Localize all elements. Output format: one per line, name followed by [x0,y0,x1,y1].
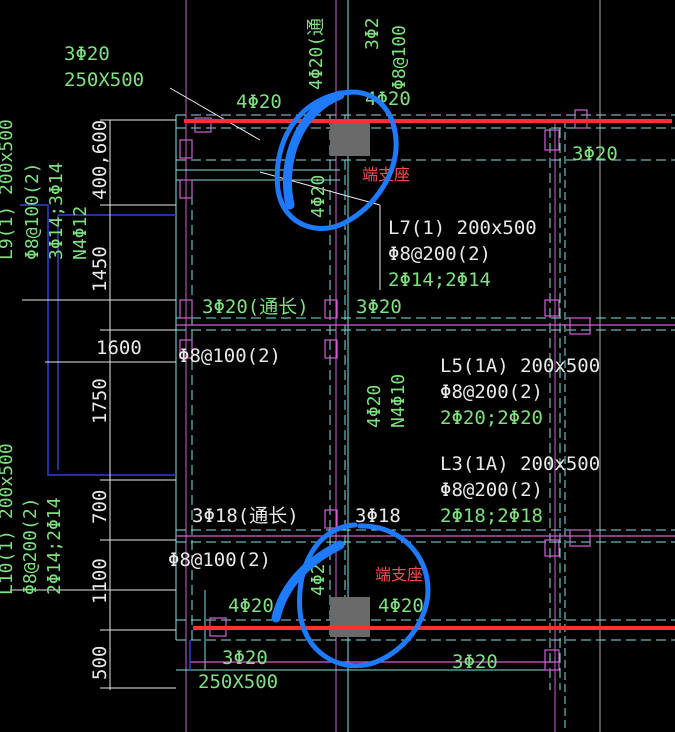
dim-1450: 1450 [89,246,111,292]
dimension-lines [10,119,176,690]
beam-L3-rebar: 2Φ18;2Φ18 [440,505,543,527]
rebar-low-long: 3Φ18(通长) [192,505,299,527]
support-label-bottom: 端支座 [375,565,423,584]
beam-L7-stirrup: Φ8@200(2) [388,243,491,265]
left-blue-axis [20,204,191,670]
dimension-texts: 400,600 1450 1600 1750 700 1100 500 [89,120,142,680]
rebar-top-right: 4Φ20 [365,88,411,110]
left-beam-d: N4Φ12 [70,206,91,260]
rebar-top-left: 4Φ20 [236,91,282,113]
markup-stroke-top [282,90,345,210]
left-beam2-b: Φ8@200(2) [20,497,41,595]
beam-L3-name: L3(1A) 200x500 [440,453,600,475]
beam-annotations: L7(1) 200x500 Φ8@200(2) 2Φ14;2Φ14 L5(1A)… [388,217,600,527]
left-beam-c: 3Φ14;3Φ14 [46,162,67,260]
beam-L7-rebar: 2Φ14;2Φ14 [388,269,491,291]
rebar-bot-left: 4Φ20 [228,595,274,617]
blue-markup-circles [271,89,431,669]
beam-L7-name: L7(1) 200x500 [388,217,537,239]
col-top-a: 4Φ20(通 [306,18,327,90]
rebar-mid-long: 3Φ20(通长) [202,296,309,318]
dim-1750: 1750 [89,378,111,424]
left-beam-a: L9(1) 200x500 [0,119,17,260]
stirrup-bottom: Φ8@100(2) [168,549,271,571]
col-mid-a: 4Φ20 [364,385,385,428]
col-top-c: Φ8@100 [389,25,410,90]
rebar-mid: 3Φ20 [356,296,402,318]
rebar-low: 3Φ18 [355,505,401,527]
leader-lines [169,87,381,290]
column-top [330,120,370,156]
stirrup-left: Φ8@100(2) [178,345,281,367]
left-beam2-a: L10(1) 200x500 [0,443,17,595]
column-marks [179,109,591,671]
markup-circle-top [274,89,399,231]
dim-1100: 1100 [89,558,111,604]
dim-600: 400,600 [89,120,111,200]
support-label-top: 端支座 [362,165,410,184]
beam-L5-stirrup: Φ8@200(2) [440,381,543,403]
col-top-b: 3Φ2 [362,17,383,50]
beam-label-top-size: 250X500 [64,69,144,91]
col-upper-small: 4Φ20 [308,175,329,218]
beam-labels: 3Φ20 250X500 3Φ20 250X500 3Φ20 3Φ20 [64,43,618,693]
beam-label-top-count: 3Φ20 [64,43,110,65]
dim-700: 700 [89,490,111,524]
beam-L3-stirrup: Φ8@200(2) [440,479,543,501]
beam-L5-name: L5(1A) 200x500 [440,355,600,377]
markup-stroke-bottom [271,540,345,623]
column-bottom [330,597,370,637]
dim-500: 500 [89,646,111,680]
rebar-bot-right: 4Φ20 [378,595,424,617]
beam-label-bottom-size: 250X500 [198,671,278,693]
beam-L5-rebar: 2Φ20;2Φ20 [440,407,543,429]
beam-label-bottom-count: 3Φ20 [222,647,268,669]
beam-label-bottom-right: 3Φ20 [452,651,498,673]
beam-label-right-upper: 3Φ20 [572,143,618,165]
col-lower-small: 4Φ2 [308,563,329,596]
left-beam-b: Φ8@100(2) [22,162,43,260]
col-mid-b: N4Φ10 [388,374,409,428]
dim-1600: 1600 [96,337,142,359]
rebar-labels: 4Φ20 4Φ20 3Φ20(通长) 3Φ20 Φ8@100(2) 3Φ18(通… [168,88,424,617]
left-beam2-c: 2Φ14;2Φ14 [44,497,65,595]
vertical-labels: 4Φ20(通 3Φ2 Φ8@100 4Φ20 N4Φ10 4Φ20 4Φ2 L9… [0,17,410,596]
